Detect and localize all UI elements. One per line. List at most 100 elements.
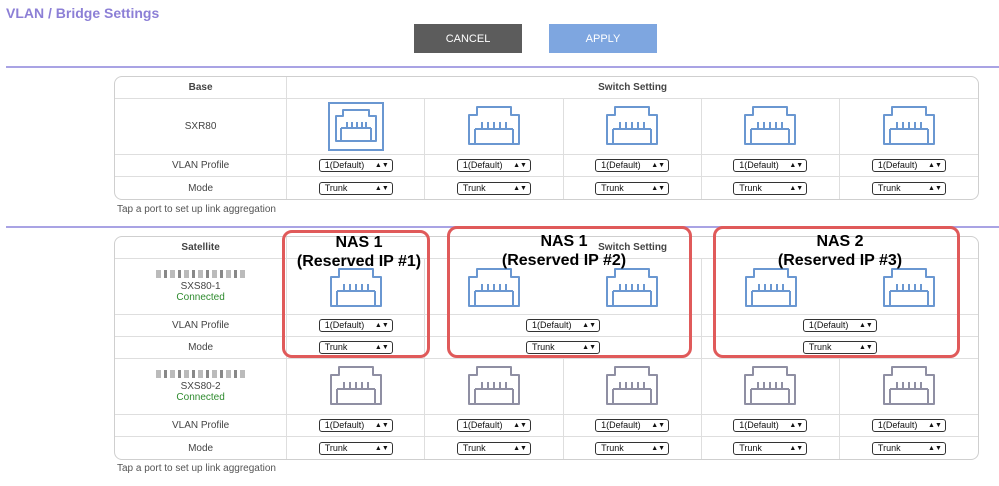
updown-arrow-icon: ▲▼ — [374, 162, 389, 169]
mode-select[interactable]: Trunk▲▼ — [595, 441, 670, 455]
apply-button[interactable]: APPLY — [549, 24, 657, 53]
nas-annotation: NAS 1 (Reserved IP #1) — [284, 233, 434, 271]
mode-value: Trunk — [877, 442, 901, 453]
updown-arrow-icon: ▲▼ — [928, 422, 942, 429]
cancel-button[interactable]: CANCEL — [414, 24, 522, 53]
ethernet-port-icon[interactable] — [744, 267, 798, 307]
port-cell[interactable] — [287, 99, 426, 155]
port-cell[interactable] — [563, 259, 702, 315]
updown-arrow-icon: ▲▼ — [789, 444, 804, 452]
port-cell[interactable] — [839, 359, 978, 415]
ethernet-port-icon[interactable] — [605, 365, 659, 405]
updown-arrow-icon: ▲▼ — [651, 184, 666, 192]
ethernet-port-icon[interactable] — [329, 267, 383, 307]
vlan-value: 1(Default) — [324, 320, 365, 330]
updown-arrow-icon: ▲▼ — [374, 322, 389, 329]
satellite-1-info: SXS80-1 Connected — [115, 259, 288, 315]
ethernet-port-icon[interactable] — [882, 365, 936, 405]
nas-highlight-box — [447, 226, 692, 358]
vlan-select[interactable]: 1(Default)▲▼ — [318, 159, 393, 172]
ethernet-port-icon[interactable] — [605, 105, 659, 145]
vlan-select[interactable]: 1(Default)▲▼ — [802, 319, 877, 332]
divider — [6, 66, 999, 68]
vlan-select[interactable]: 1(Default) ▲▼ — [318, 319, 393, 332]
mode-select[interactable]: Trunk ▲▼ — [456, 181, 531, 195]
vlan-select[interactable]: 1(Default)▲▼ — [871, 159, 946, 172]
mode-value: Trunk — [808, 342, 832, 352]
mode-select[interactable]: Trunk ▲▼ — [456, 441, 531, 455]
port-cell[interactable] — [425, 359, 564, 415]
ethernet-port-icon[interactable] — [605, 267, 659, 307]
mode-select[interactable]: Trunk▲▼ — [526, 341, 600, 354]
ethernet-port-icon[interactable] — [882, 105, 936, 145]
ethernet-port-icon[interactable] — [882, 267, 936, 307]
vlan-select[interactable]: 1(Default)▲▼ — [733, 159, 808, 172]
vlan-select[interactable]: 1(Default) ▲▼ — [733, 419, 808, 432]
vlan-select[interactable]: 1(Default)▲▼ — [595, 419, 670, 432]
ethernet-port-icon[interactable] — [467, 105, 521, 145]
vlan-select[interactable]: 1(Default)▲▼ — [456, 419, 531, 432]
mode-select[interactable]: Trunk▲▼ — [318, 341, 393, 354]
updown-arrow-icon: ▲▼ — [789, 422, 804, 429]
ethernet-port-icon[interactable] — [743, 105, 797, 145]
ethernet-port-icon[interactable] — [743, 365, 797, 405]
mode-value: Trunk — [739, 442, 762, 453]
mode-select[interactable]: Trunk▲▼ — [733, 181, 808, 195]
ethernet-port-icon[interactable] — [334, 108, 378, 142]
ethernet-port-icon[interactable] — [329, 365, 383, 405]
vlan-value: 1(Default) — [877, 420, 918, 430]
nas-title: NAS 2 — [816, 233, 864, 250]
port-cell[interactable] — [839, 99, 978, 155]
mode-select[interactable]: Trunk▲▼ — [318, 441, 393, 455]
satellite-name: SXS80-1 — [180, 281, 221, 292]
port-cell[interactable] — [287, 259, 426, 315]
mode-value: Trunk — [462, 442, 486, 453]
mode-select[interactable]: Trunk▲▼ — [871, 441, 946, 455]
port-cell[interactable] — [563, 99, 702, 155]
updown-arrow-icon: ▲▼ — [513, 184, 527, 192]
updown-arrow-icon: ▲▼ — [374, 422, 389, 429]
vlan-value: 1(Default) — [462, 160, 503, 170]
connection-status: Connected — [176, 292, 225, 303]
link-aggregation-note: Tap a port to set up link aggregation — [117, 204, 276, 215]
updown-arrow-icon: ▲▼ — [651, 444, 666, 452]
port-cell[interactable] — [701, 99, 840, 155]
updown-arrow-icon: ▲▼ — [513, 444, 527, 452]
vlan-value: 1(Default) — [877, 160, 918, 170]
vlan-select[interactable]: 1(Default) ▲▼ — [871, 419, 946, 432]
port-cell[interactable] — [839, 259, 978, 315]
vlan-value: 1(Default) — [739, 420, 779, 430]
mode-value: Trunk — [601, 182, 624, 193]
updown-arrow-icon: ▲▼ — [374, 444, 389, 452]
ethernet-port-icon[interactable] — [467, 365, 521, 405]
port-cell[interactable] — [701, 259, 840, 315]
port-cell[interactable] — [425, 259, 564, 315]
mode-value: Trunk — [462, 182, 486, 193]
port-cell[interactable] — [701, 359, 840, 415]
updown-arrow-icon: ▲▼ — [374, 344, 389, 351]
vlan-select[interactable]: 1(Default)▲▼ — [526, 319, 600, 332]
connection-status: Connected — [176, 392, 225, 403]
updown-arrow-icon: ▲▼ — [928, 184, 942, 192]
mode-select[interactable]: Trunk ▲▼ — [595, 181, 670, 195]
vlan-value: 1(Default) — [532, 320, 572, 330]
port-cell[interactable] — [563, 359, 702, 415]
page-title: VLAN / Bridge Settings — [6, 5, 160, 21]
vlan-select[interactable]: 1(Default)▲▼ — [456, 159, 531, 172]
vlan-select[interactable]: 1(Default)▲▼ — [318, 419, 393, 432]
selected-port[interactable] — [327, 102, 384, 151]
port-cell[interactable] — [287, 359, 426, 415]
nas-highlight-box — [282, 230, 430, 358]
ethernet-port-icon[interactable] — [467, 267, 521, 307]
vlan-select[interactable]: 1(Default)▲▼ — [595, 159, 670, 172]
vlan-profile-label: VLAN Profile — [115, 315, 288, 337]
mode-select[interactable]: Trunk▲▼ — [318, 181, 393, 195]
satellite-name: SXS80-2 — [180, 381, 221, 392]
mode-select[interactable]: Trunk▲▼ — [802, 341, 877, 354]
port-cell[interactable] — [425, 99, 564, 155]
updown-arrow-icon: ▲▼ — [582, 344, 596, 351]
vlan-value: 1(Default) — [808, 320, 849, 330]
mode-select[interactable]: Trunk ▲▼ — [733, 441, 808, 455]
mode-select[interactable]: Trunk▲▼ — [871, 181, 946, 195]
base-table: Base Switch Setting SXR80 — [114, 76, 979, 200]
